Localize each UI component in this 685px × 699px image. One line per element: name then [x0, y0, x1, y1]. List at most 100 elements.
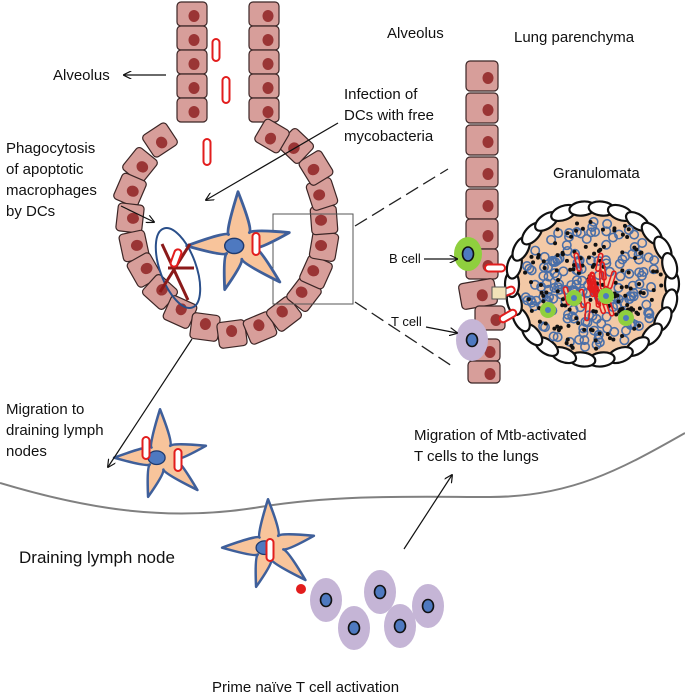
granuloma-macrophage	[579, 335, 590, 346]
granuloma-dot	[659, 283, 664, 288]
epithelial-cell	[458, 278, 498, 310]
granuloma-dot	[654, 269, 659, 274]
epithelial-cell-nucleus	[490, 314, 502, 326]
arrow-migration-ln	[108, 338, 193, 467]
epithelial-cell-body	[465, 156, 499, 188]
arrow-phagocytosis	[120, 205, 154, 222]
granuloma-dot	[576, 270, 581, 275]
t-cell-nucleus	[319, 592, 333, 608]
epithelial-cell-nucleus	[482, 104, 494, 116]
granuloma-dot	[563, 303, 568, 308]
granuloma-dot	[632, 326, 637, 331]
epithelial-cell-nucleus	[253, 319, 265, 332]
epithelial-cell	[216, 319, 248, 349]
granuloma-dot	[529, 308, 534, 313]
granuloma-macrophage	[524, 263, 535, 274]
epithelial-cell-nucleus	[188, 34, 200, 46]
granuloma-dot	[622, 223, 627, 228]
granuloma-macrophage	[522, 261, 533, 272]
epithelial-cell-body	[465, 124, 499, 156]
label-migration-mtb-1: Migration of Mtb-activated	[414, 427, 587, 444]
granuloma-dot	[592, 262, 597, 267]
granuloma-dot	[553, 241, 558, 246]
epithelial-cell	[298, 150, 334, 186]
granuloma-dot	[591, 309, 596, 314]
granuloma-dot	[543, 321, 548, 326]
epithelial-cell-nucleus	[262, 10, 274, 22]
granuloma-dot	[537, 319, 542, 324]
granuloma-dot	[568, 267, 573, 272]
label-phago-4: by DCs	[6, 203, 55, 220]
granuloma-macrophage	[602, 218, 613, 229]
granuloma-dot	[593, 338, 598, 343]
granuloma-macrophage	[637, 237, 648, 248]
granuloma-dot	[541, 259, 546, 264]
granuloma-macrophage	[648, 264, 659, 275]
mycobacterium	[221, 76, 231, 104]
label-migration-ln-2: draining lymph	[6, 422, 104, 439]
granuloma-macrophage	[617, 254, 628, 265]
epithelial-cell-body	[465, 92, 499, 124]
granuloma-macrophage	[643, 252, 654, 263]
granuloma-dot	[574, 228, 579, 233]
granuloma-macrophage	[609, 326, 620, 337]
label-phago-1: Phagocytosis	[6, 140, 95, 157]
epithelial-cell	[299, 254, 333, 290]
granuloma-dot	[651, 269, 656, 274]
epithelial-cell	[176, 49, 208, 75]
epithelial-cell-nucleus	[155, 136, 168, 149]
t-cell-wall	[456, 319, 488, 361]
mycobacterium	[141, 436, 151, 460]
granuloma-macrophage	[638, 266, 649, 277]
granuloma-dot	[615, 293, 620, 298]
label-infection-1: Infection of	[344, 86, 418, 103]
mycobacterium	[211, 38, 221, 62]
granuloma-dot	[618, 307, 623, 312]
epithelial-cell-nucleus	[126, 185, 139, 197]
granuloma-dot	[531, 260, 536, 265]
label-t-cell: T cell	[391, 314, 422, 329]
granuloma-macrophage	[601, 311, 612, 322]
granuloma-macrophage	[641, 299, 652, 310]
t-cell-nucleus	[421, 598, 435, 614]
epithelial-cell-nucleus	[136, 161, 149, 173]
granuloma-dot	[556, 278, 561, 283]
granuloma-dot	[544, 290, 549, 295]
granuloma-dot	[620, 268, 625, 273]
granuloma-dot	[554, 268, 559, 273]
label-infection-2: DCs with free	[344, 107, 434, 124]
granuloma-dot	[556, 328, 561, 333]
label-phago-3: macrophages	[6, 182, 97, 199]
granuloma-dot	[571, 267, 576, 272]
b-cell	[454, 237, 482, 271]
granuloma-macrophage	[560, 284, 571, 295]
granuloma-macrophage	[572, 257, 583, 268]
granuloma-macrophage	[634, 279, 645, 290]
granuloma-dot	[526, 297, 531, 302]
granuloma-macrophage	[526, 297, 537, 308]
epithelial-cell-nucleus	[188, 82, 200, 94]
granuloma-dot	[571, 263, 576, 268]
epithelial-cell-nucleus	[482, 136, 494, 148]
granuloma-dot	[541, 293, 546, 298]
epithelial-cell	[189, 312, 221, 342]
granuloma-dot	[639, 250, 644, 255]
granuloma-macrophage	[580, 341, 591, 352]
granuloma-macrophage	[627, 248, 638, 259]
granuloma-dot	[564, 341, 569, 346]
epithelial-cell-nucleus	[188, 58, 200, 70]
epithelial-cell-nucleus	[307, 163, 320, 176]
granuloma-macrophage	[520, 292, 531, 303]
granuloma-macrophage	[634, 267, 645, 278]
granuloma-macrophage	[586, 227, 597, 238]
granuloma-dot	[613, 280, 618, 285]
granuloma-dot	[611, 337, 616, 342]
epithelial-cell	[465, 124, 499, 156]
mycobacterium	[498, 308, 518, 324]
epithelial-cell	[162, 295, 198, 329]
granuloma-dot	[567, 307, 572, 312]
granuloma-dot	[552, 326, 557, 331]
granuloma-dot	[631, 307, 636, 312]
